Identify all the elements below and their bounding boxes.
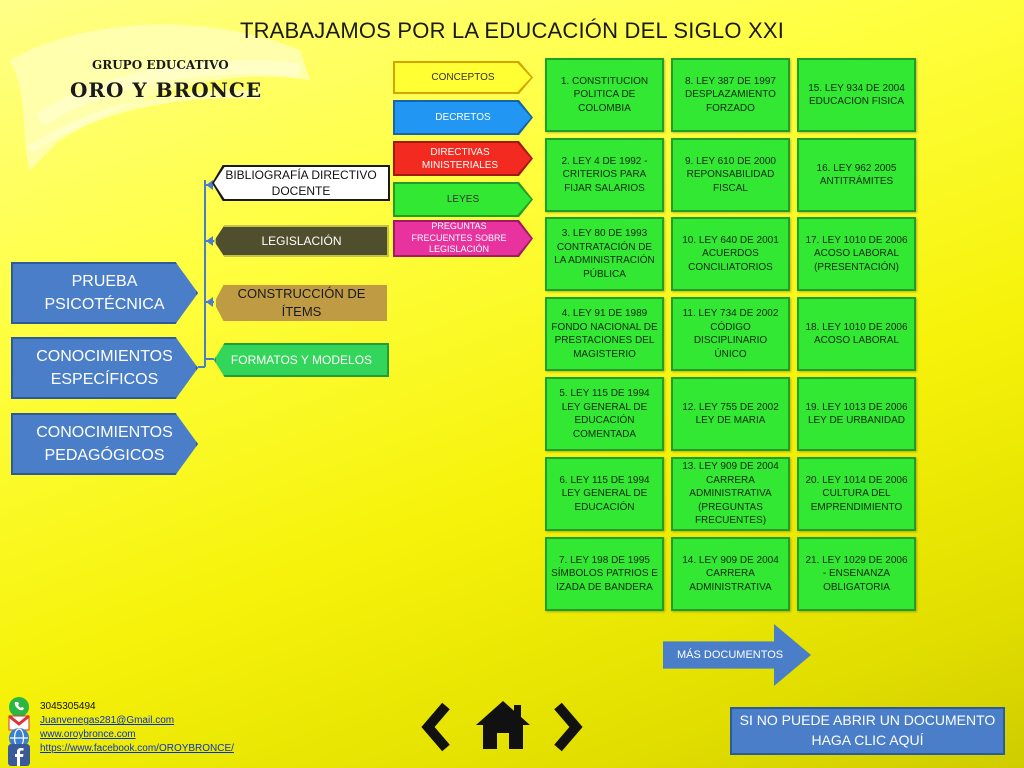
formatos-y-modelos-button[interactable]: FORMATOS Y MODELOS bbox=[214, 343, 389, 377]
document-link-19[interactable]: 19. LEY 1013 DE 2006 LEY DE URBANIDAD bbox=[797, 377, 916, 451]
document-link-6[interactable]: 6. LEY 115 DE 1994 LEY GENERAL DE EDUCAC… bbox=[545, 457, 664, 531]
document-link-1[interactable]: 1. CONSTITUCION POLITICA DE COLOMBIA bbox=[545, 58, 664, 132]
category-conceptos-label: CONCEPTOS bbox=[395, 63, 531, 92]
document-link-17[interactable]: 17. LEY 1010 DE 2006 ACOSO LABORAL (PRES… bbox=[797, 217, 916, 291]
document-link-18[interactable]: 18. LEY 1010 DE 2006 ACOSO LABORAL bbox=[797, 297, 916, 371]
document-link-20[interactable]: 20. LEY 1014 DE 2006 CULTURA DEL EMPREND… bbox=[797, 457, 916, 531]
contact-website-link[interactable]: www.oroybronce.com bbox=[40, 729, 136, 740]
brand-logo-text: ORO Y BRONCE bbox=[70, 78, 263, 102]
category-decretos-label: DECRETOS bbox=[395, 102, 531, 133]
category-preguntas-frecuentes[interactable]: PREGUNTAS FRECUENTES SOBRE LEGISLACIÓN bbox=[393, 220, 533, 257]
document-link-16[interactable]: 16. LEY 962 2005 ANTITRÁMITES bbox=[797, 138, 916, 212]
category-directivas-ministeriales[interactable]: DIRECTIVAS MINISTERIALES bbox=[393, 141, 533, 176]
category-leyes[interactable]: LEYES bbox=[393, 182, 533, 217]
document-link-12[interactable]: 12. LEY 755 DE 2002 LEY DE MARIA bbox=[671, 377, 790, 451]
chevron-left-icon[interactable] bbox=[418, 700, 454, 754]
document-link-9[interactable]: 9. LEY 610 DE 2000 REPONSABILIDAD FISCAL bbox=[671, 138, 790, 212]
category-leyes-label: LEYES bbox=[395, 184, 531, 215]
construccion-de-items-button[interactable]: CONSTRUCCIÓN DE ÍTEMS bbox=[214, 283, 389, 323]
contact-facebook-link[interactable]: https://www.facebook.com/OROYBRONCE/ bbox=[40, 743, 234, 754]
document-link-3[interactable]: 3. LEY 80 DE 1993 CONTRATACIÓN DE LA ADM… bbox=[545, 217, 664, 291]
document-link-2[interactable]: 2. LEY 4 DE 1992 - CRITERIOS PARA FIJAR … bbox=[545, 138, 664, 212]
facebook-icon bbox=[8, 744, 30, 766]
document-link-8[interactable]: 8. LEY 387 DE 1997 DESPLAZAMIENTO FORZAD… bbox=[671, 58, 790, 132]
document-link-11[interactable]: 11. LEY 734 DE 2002 CÓDIGO DISCIPLINARIO… bbox=[671, 297, 790, 371]
conocimientos-especificos-button[interactable]: CONOCIMIENTOS ESPECÍFICOS bbox=[11, 337, 198, 399]
home-icon[interactable] bbox=[474, 699, 532, 751]
contact-phone: 3045305494 bbox=[40, 701, 96, 712]
document-link-4[interactable]: 4. LEY 91 DE 1989 FONDO NACIONAL DE PRES… bbox=[545, 297, 664, 371]
legislacion-button[interactable]: LEGISLACIÓN bbox=[214, 225, 389, 257]
document-link-5[interactable]: 5. LEY 115 DE 1994 LEY GENERAL DE EDUCAC… bbox=[545, 377, 664, 451]
page-title: TRABAJAMOS POR LA EDUCACIÓN DEL SIGLO XX… bbox=[239, 18, 785, 43]
category-directivas-label: DIRECTIVAS MINISTERIALES bbox=[395, 143, 531, 174]
chevron-right-icon[interactable] bbox=[550, 700, 586, 754]
document-link-21[interactable]: 21. LEY 1029 DE 2006 - ENSENANZA OBLIGAT… bbox=[797, 537, 916, 611]
document-link-13[interactable]: 13. LEY 909 DE 2004 CARRERA ADMINISTRATI… bbox=[671, 457, 790, 531]
document-link-14[interactable]: 14. LEY 909 DE 2004 CARRERA ADMINISTRATI… bbox=[671, 537, 790, 611]
document-link-7[interactable]: 7. LEY 198 DE 1995 SÍMBOLOS PATRIOS E IZ… bbox=[545, 537, 664, 611]
conocimientos-pedagogicos-button[interactable]: CONOCIMIENTOS PEDAGÓGICOS bbox=[11, 413, 198, 475]
document-link-15[interactable]: 15. LEY 934 DE 2004 EDUCACION FISICA bbox=[797, 58, 916, 132]
prueba-psicotecnica-button[interactable]: PRUEBA PSICOTÉCNICA bbox=[11, 262, 198, 324]
category-decretos[interactable]: DECRETOS bbox=[393, 100, 533, 135]
bibliografia-label: BIBLIOGRAFÍA DIRECTIVO DOCENTE bbox=[214, 167, 388, 199]
category-preguntas-label: PREGUNTAS FRECUENTES SOBRE LEGISLACIÓN bbox=[395, 222, 531, 255]
brand-subtitle: GRUPO EDUCATIVO bbox=[92, 58, 229, 72]
category-conceptos[interactable]: CONCEPTOS bbox=[393, 61, 533, 94]
bibliografia-directivo-docente-button[interactable]: BIBLIOGRAFÍA DIRECTIVO DOCENTE bbox=[212, 165, 390, 201]
document-link-10[interactable]: 10. LEY 640 DE 2001 ACUERDOS CONCILIATOR… bbox=[671, 217, 790, 291]
mas-documentos-button[interactable]: MÁS DOCUMENTOS bbox=[663, 624, 811, 686]
whatsapp-icon bbox=[9, 697, 29, 717]
help-open-document-button[interactable]: SI NO PUEDE ABRIR UN DOCUMENTO HAGA CLIC… bbox=[730, 707, 1005, 755]
contact-email-link[interactable]: Juanvenegas281@Gmail.com bbox=[40, 715, 175, 726]
